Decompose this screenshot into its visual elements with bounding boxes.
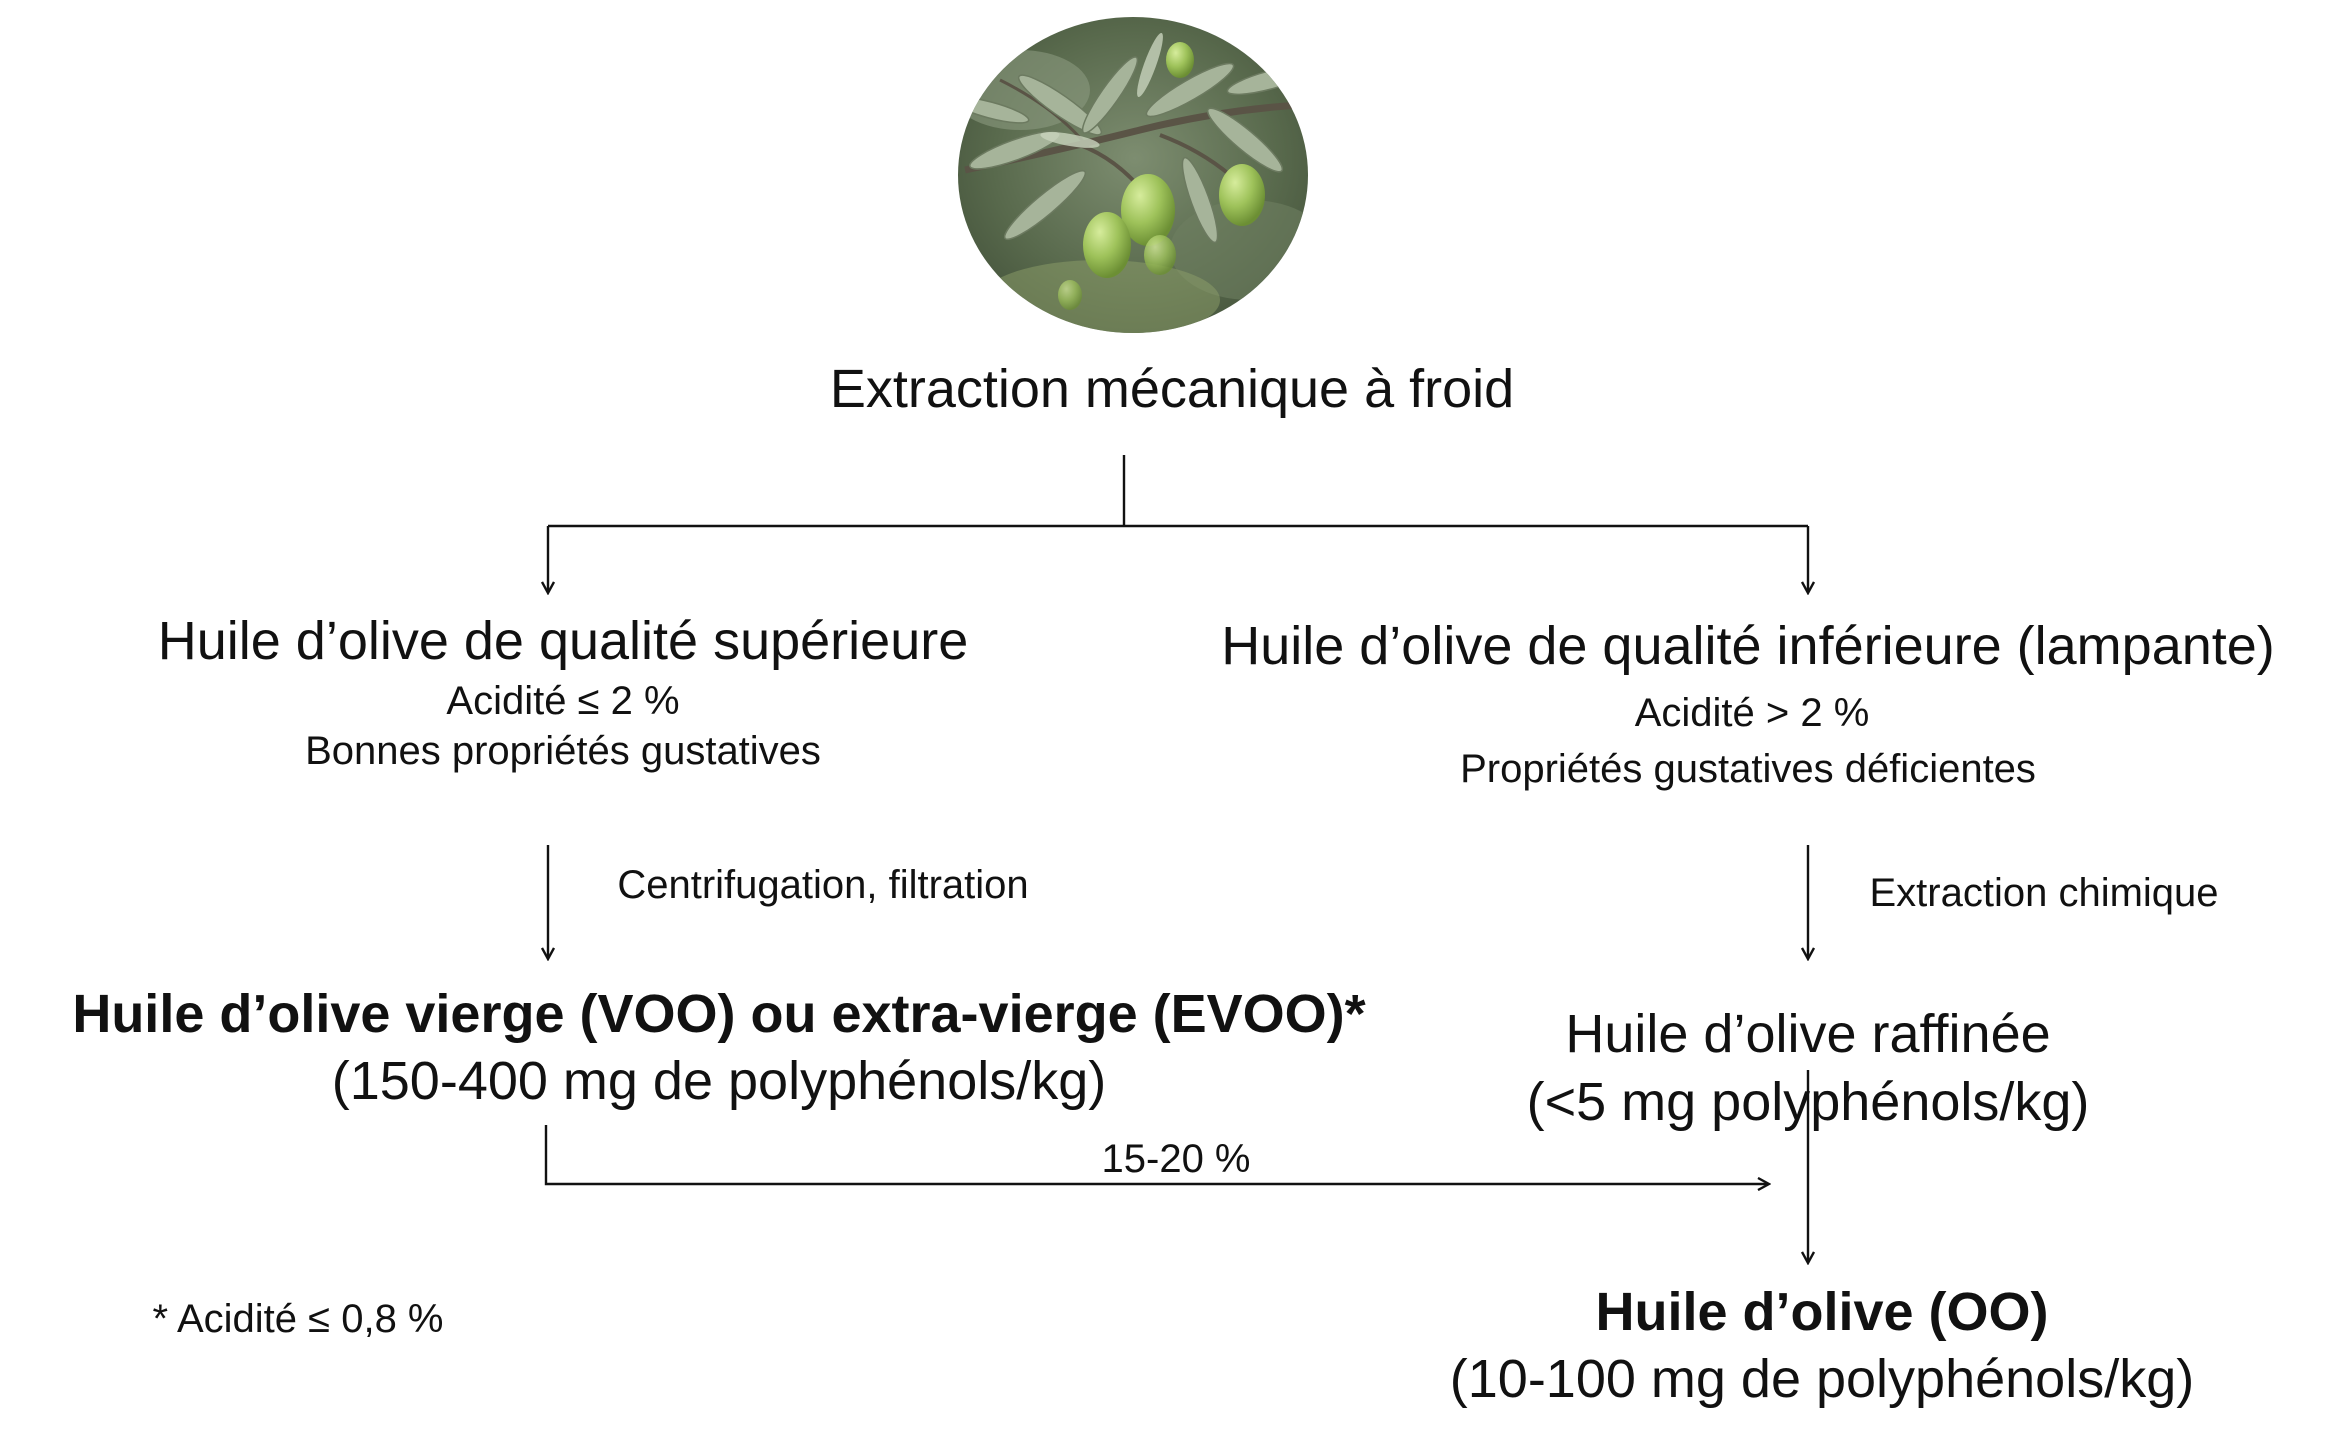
superior-taste: Bonnes propriétés gustatives bbox=[305, 729, 821, 773]
root-label: Extraction mécanique à froid bbox=[829, 359, 1515, 419]
refined-oil-polyphenols: (<5 mg polyphénols/kg) bbox=[1526, 1072, 2090, 1132]
superior-acidity: Acidité ≤ 2 % bbox=[446, 679, 680, 723]
blend-percentage-label: 15-20 % bbox=[1101, 1137, 1251, 1181]
voo-evoo-polyphenols: (150-400 mg de polyphénols/kg) bbox=[331, 1051, 1107, 1111]
arrow-blend-voo-to-final bbox=[544, 1125, 1768, 1184]
inferior-quality-title: Huile d’olive de qualité inférieure (lam… bbox=[1221, 616, 2275, 676]
inferior-taste: Propriétés gustatives déficientes bbox=[1460, 747, 2036, 791]
olive-oil-final-title: Huile d’olive (OO) bbox=[1595, 1282, 2049, 1342]
refined-oil-title: Huile d’olive raffinée bbox=[1565, 1004, 2051, 1064]
inferior-acidity: Acidité > 2 % bbox=[1634, 691, 1870, 735]
process-chemical-extraction: Extraction chimique bbox=[1869, 871, 2219, 915]
voo-evoo-title: Huile d’olive vierge (VOO) ou extra-vier… bbox=[72, 984, 1366, 1044]
olive-oil-final-polyphenols: (10-100 mg de polyphénols/kg) bbox=[1449, 1349, 2195, 1409]
superior-quality-title: Huile d’olive de qualité supérieure bbox=[157, 611, 969, 671]
process-centrifugation: Centrifugation, filtration bbox=[617, 863, 1029, 907]
footnote-acidity: * Acidité ≤ 0,8 % bbox=[152, 1297, 444, 1341]
